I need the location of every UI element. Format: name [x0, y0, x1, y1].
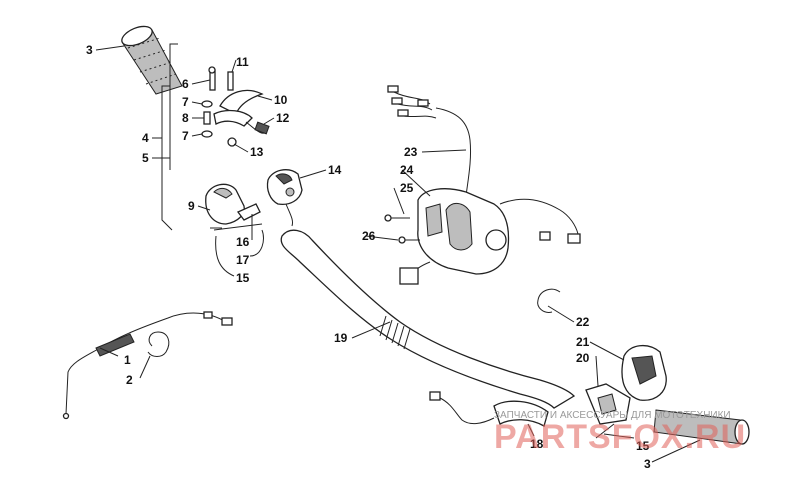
callout-10: 10 — [274, 93, 288, 107]
callout-20: 20 — [576, 351, 590, 365]
throttle-cable — [62, 311, 233, 420]
callout-12: 12 — [276, 111, 290, 125]
callout-15-upper: 15 — [236, 271, 250, 285]
callout-2: 2 — [126, 373, 133, 387]
left-hand-grip — [121, 25, 183, 95]
callout-19: 19 — [334, 331, 348, 345]
throttle-assembly-bracket — [161, 43, 178, 231]
watermark-tagline: ЗАПЧАСТИ И АКСЕССУАРЫ ДЛЯ МОТОТЕХНИКИ — [494, 410, 731, 421]
throttle-lever — [213, 89, 270, 135]
callout-9: 9 — [188, 199, 195, 213]
lower-wiring-bracket — [429, 391, 549, 427]
callout-4: 4 — [142, 131, 149, 145]
callout-24: 24 — [400, 163, 414, 177]
callout-1: 1 — [124, 353, 131, 367]
watermark-brand: PARTSFOX.RU — [494, 418, 746, 456]
callout-7-lower: 7 — [182, 129, 189, 143]
callout-17: 17 — [236, 253, 250, 267]
callout-3: 3 — [86, 43, 93, 57]
callout-21: 21 — [576, 335, 590, 349]
callout-15-lower: 15 — [636, 439, 650, 453]
callout-13: 13 — [250, 145, 264, 159]
switch-cluster — [266, 169, 303, 227]
callout-7-upper: 7 — [182, 95, 189, 109]
housing-screws — [384, 214, 420, 244]
callout-23: 23 — [404, 145, 418, 159]
callout-5: 5 — [142, 151, 149, 165]
leader-lines — [95, 45, 701, 463]
callout-22: 22 — [576, 315, 590, 329]
right-hand-grip — [653, 409, 750, 445]
watermark: ЗАПЧАСТИ И АКСЕССУАРЫ ДЛЯ МОТОТЕХНИКИ PA… — [494, 410, 746, 456]
handlebar — [280, 229, 576, 409]
left-switch-housing — [205, 183, 263, 231]
callout-labels: 3 1 2 4 5 6 7 8 7 9 11 10 12 13 14 16 17… — [86, 43, 651, 471]
callout-11: 11 — [236, 55, 249, 69]
callout-16: 16 — [236, 235, 250, 249]
right-switch-housing — [387, 85, 581, 285]
throttle-hardware — [201, 66, 237, 147]
callout-8: 8 — [182, 111, 189, 125]
callout-3-lower: 3 — [644, 457, 651, 471]
callout-26: 26 — [362, 229, 376, 243]
callout-25: 25 — [400, 181, 414, 195]
callout-6: 6 — [182, 77, 189, 91]
callout-18: 18 — [530, 437, 544, 451]
callout-14: 14 — [328, 163, 342, 177]
right-switch-assembly — [537, 288, 667, 439]
